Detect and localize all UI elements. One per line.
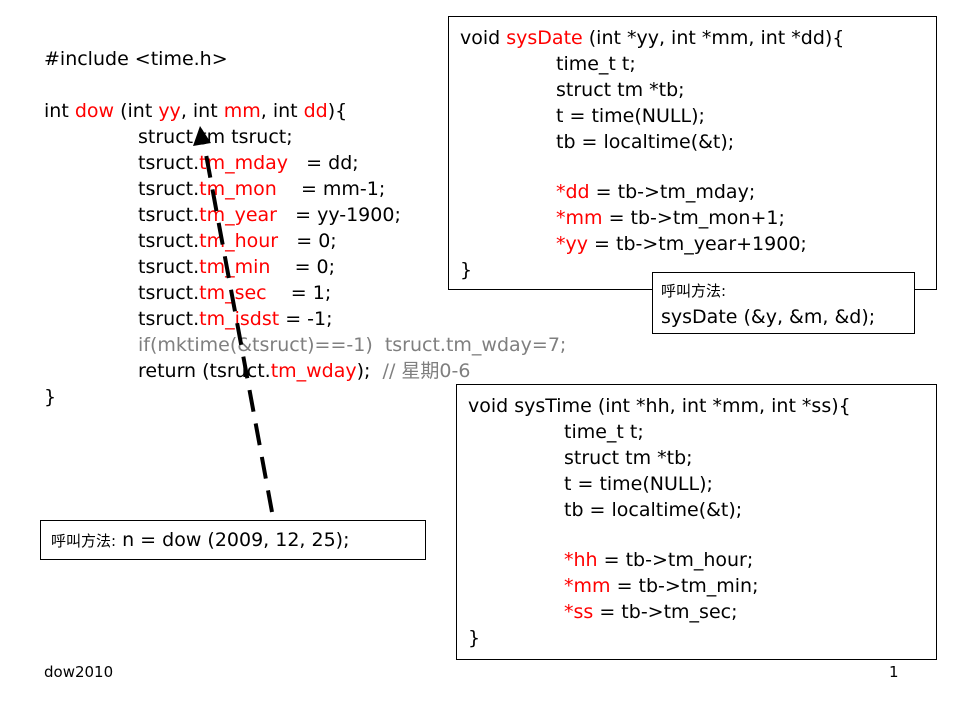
dow-line-9: if(mktime(&tsruct)==-1) tsruct.tm_wday=7… <box>138 334 567 356</box>
systime-box: void sysTime (int *hh, int *mm, int *ss)… <box>456 384 937 660</box>
call-code: n = dow (2009, 12, 25); <box>116 529 350 551</box>
dow-signature: int dow (int yy, int mm, int dd){ <box>44 100 348 122</box>
systime-line-1: time_t t; <box>564 421 644 443</box>
sysdate-close-brace: } <box>460 259 473 281</box>
sysdate-line-4: tb = localtime(&t); <box>556 131 735 153</box>
dow-close-brace: } <box>44 386 57 408</box>
footer-label: dow2010 <box>44 663 114 681</box>
dow-line-8: tsruct.tm_isdst = -1; <box>138 308 333 330</box>
systime-close-brace: } <box>468 627 481 649</box>
dow-line-4: tsruct.tm_year = yy-1900; <box>138 204 401 226</box>
dow-line-2: tsruct.tm_mday = dd; <box>138 152 359 174</box>
call-label: 呼叫方法: <box>51 532 117 550</box>
dow-line-5: tsruct.tm_hour = 0; <box>138 230 337 252</box>
sysdate-line-7: *yy = tb->tm_year+1900; <box>556 233 807 255</box>
systime-line-3: t = time(NULL); <box>564 473 713 495</box>
include-line: #include <time.h> <box>44 48 228 70</box>
dow-line-6: tsruct.tm_min = 0; <box>138 256 336 278</box>
sysdate-signature: void sysDate (int *yy, int *mm, int *dd)… <box>460 27 845 49</box>
systime-signature: void sysTime (int *hh, int *mm, int *ss)… <box>468 395 851 417</box>
sysdate-line-3: t = time(NULL); <box>556 105 705 127</box>
sysdate-line-1: time_t t; <box>556 53 636 75</box>
sysdate-call-code: sysDate (&y, &m, &d); <box>661 306 876 328</box>
sysdate-line-6: *mm = tb->tm_mon+1; <box>556 207 785 229</box>
systime-line-6: *mm = tb->tm_min; <box>564 575 759 597</box>
arrow-line <box>201 137 274 513</box>
systime-line-4: tb = localtime(&t); <box>564 499 743 521</box>
arrow-head <box>193 126 211 146</box>
systime-line-2: struct tm *tb; <box>564 447 693 469</box>
page-number: 1 <box>889 663 899 681</box>
dow-line-10: return (tsruct.tm_wday); // 星期0-6 <box>138 360 471 382</box>
systime-line-7: *ss = tb->tm_sec; <box>564 601 738 623</box>
sysdate-line-2: struct tm *tb; <box>556 79 685 101</box>
sysdate-line-5: *dd = tb->tm_mday; <box>556 181 756 203</box>
systime-line-5: *hh = tb->tm_hour; <box>564 549 754 571</box>
sysdate-call-label: 呼叫方法: <box>661 282 727 300</box>
comment-text: // 星期0-6 <box>382 360 471 382</box>
dow-call-box: 呼叫方法: n = dow (2009, 12, 25); <box>40 520 426 560</box>
dow-line-3: tsruct.tm_mon = mm-1; <box>138 178 386 200</box>
sysdate-call-box: 呼叫方法: sysDate (&y, &m, &d); <box>652 272 915 334</box>
sysdate-box: void sysDate (int *yy, int *mm, int *dd)… <box>448 16 937 290</box>
dow-call-text: 呼叫方法: n = dow (2009, 12, 25); <box>51 527 350 554</box>
